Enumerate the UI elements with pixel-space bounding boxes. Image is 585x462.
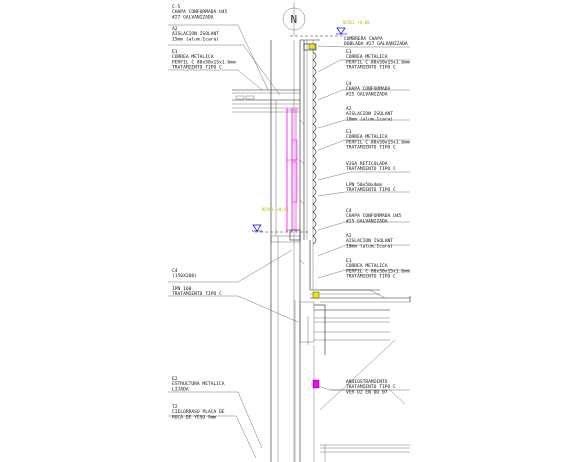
right-label-2-code: C4 xyxy=(346,81,352,87)
right-label-4-code: E1 xyxy=(346,129,352,135)
right-label-8-line: 10mm (alum.1cara) xyxy=(346,243,393,249)
right-label-7-line: CHAPA CONFORMADA U45 xyxy=(346,213,402,219)
right-label-7-code: C4 xyxy=(346,208,352,214)
left-label-0-code: C-5 xyxy=(172,4,181,10)
roof-left-upper xyxy=(232,89,300,113)
right-label-6-line: TRATAMIENTO TIPO C xyxy=(346,187,396,193)
left-label-6-line: ROCA DE YESO 9mm xyxy=(172,414,216,420)
north-letter: N xyxy=(291,13,298,26)
corrugated-sheet-profile xyxy=(312,51,317,245)
left-label-2-line: PERFIL C 80x50x15x1.6mm xyxy=(172,59,236,65)
right-label-0-line: DOBLADA #27 GALVANIZADA xyxy=(344,41,408,47)
left-label-6-code: T2 xyxy=(172,404,178,410)
left-label-1-line: AISLACION ISOLANT xyxy=(172,31,219,37)
north-arrow-icon: N xyxy=(282,2,306,36)
right-label-10-line: VER D2 EN DD 07 xyxy=(346,389,388,395)
right-label-1-line: PERFIL C 80x50x15x1.6mm xyxy=(346,59,410,65)
level-label-middle: NIVEL +0.00 xyxy=(262,207,289,212)
right-label-8-line: AISLACION ISOLANT xyxy=(346,238,393,244)
right-label-3-line: 10mm (alum.1cara) xyxy=(346,116,393,122)
right-label-2-line: #25 GALVANIZADA xyxy=(346,91,388,97)
right-label-7-line: #25 GALVANIZADA xyxy=(346,218,388,224)
lower-frame xyxy=(299,301,410,462)
right-label-1-line: CORREA METALICA xyxy=(346,54,388,60)
right-label-2-line: CHAPA CONFORMADA xyxy=(346,86,390,92)
reticulated-beam xyxy=(286,108,298,232)
right-label-5-line: VIGA RETICULADA xyxy=(346,161,388,167)
left-label-1-code: A2 xyxy=(172,26,178,32)
right-leaders xyxy=(317,45,410,405)
right-label-10-line: TRATAMIENTO TIPO C xyxy=(346,384,396,390)
level-marker-top: NIVEL +0.00 xyxy=(336,20,370,35)
left-label-1-line: 15mm (alum.1cara) xyxy=(172,36,219,42)
right-label-9-line: CORREA METALICA xyxy=(346,263,388,269)
right-label-4-line: CORREA METALICA xyxy=(346,134,388,140)
right-label-6-line: LPN 50x50x4mm xyxy=(346,182,382,188)
left-label-3-line: (150X260) xyxy=(172,273,197,279)
right-label-3-code: A2 xyxy=(346,106,352,112)
right-label-3-line: AISLACION ISOLANT xyxy=(346,111,393,117)
left-wall-blocks xyxy=(270,229,301,462)
level-label-top: NIVEL +0.00 xyxy=(343,20,370,25)
ridge-cap xyxy=(300,39,320,51)
level-marker-middle: NIVEL +0.00 xyxy=(252,207,289,232)
right-label-9-line: PERFIL C 80x50x15x1.6mm xyxy=(346,268,410,274)
wall-hatches xyxy=(299,119,305,265)
left-label-2-line: CORREA METALICA xyxy=(172,54,214,60)
right-label-9-line: TRATAMIENTO TIPO C xyxy=(346,274,396,280)
right-label-9-code: E1 xyxy=(346,258,352,264)
right-label-4-line: PERFIL C 80x50x15x1.6mm xyxy=(346,139,410,145)
right-label-1-line: TRATAMIENTO TIPO C xyxy=(346,65,396,71)
wall-structure xyxy=(270,40,314,462)
left-label-4-line: IPN 160 xyxy=(172,286,192,292)
right-label-0-line: CUMBRERA CHAPA xyxy=(344,36,383,42)
left-label-3-code: C4 xyxy=(172,268,178,274)
left-label-6-line: CIELORRASO PLACA DE xyxy=(172,409,225,415)
left-leaders xyxy=(168,24,299,459)
right-label-5-line: TRATAMIENTO TIPO C xyxy=(346,166,396,172)
left-label-5-line: LIJADA xyxy=(172,386,189,392)
left-label-4-line: TRATAMIENTO TIPO C xyxy=(172,291,222,297)
right-label-8-code: A2 xyxy=(346,233,352,239)
left-label-5-code: E2 xyxy=(172,376,178,382)
left-label-0-line: CHAPA CONFORMADA U45 xyxy=(172,9,228,15)
right-label-1-code: E1 xyxy=(346,49,352,55)
left-label-5-line: ESTRUCTURA METALICA xyxy=(172,381,225,387)
right-label-4-line: TRATAMIENTO TIPO C xyxy=(346,145,396,151)
roof-right-lower xyxy=(310,289,411,303)
left-label-0-line: #27 GALVANIZADA xyxy=(172,14,214,20)
left-label-2-code: E1 xyxy=(172,49,178,55)
right-label-10-line: ARRIOSTRAMIENTO xyxy=(346,379,388,385)
left-label-2-line: TRATAMIENTO TIPO C xyxy=(172,65,222,71)
